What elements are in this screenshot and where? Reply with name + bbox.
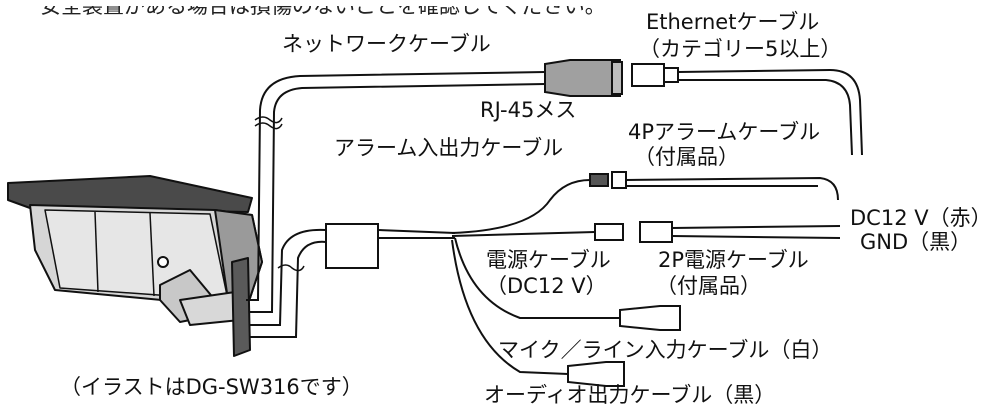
ethernet-cable-line	[631, 63, 863, 156]
label-rj45-female: RJ-45メス	[480, 98, 577, 122]
lower-cable-bundle	[250, 223, 456, 338]
label-alarm-io-cable: アラーム入出力ケーブル	[334, 136, 564, 160]
label-network-cable: ネットワークケーブル	[282, 32, 491, 56]
label-mic-line-in-cable: マイク／ライン入力ケーブル（白）	[498, 338, 833, 362]
label-power-cable-dc12: （DC12 V）	[486, 274, 607, 298]
network-cable-line	[246, 71, 546, 313]
label-illustration-note: （イラストはDG-SW316です）	[60, 375, 363, 399]
label-audio-out-cable: オーディオ出力ケーブル（黒）	[484, 383, 776, 407]
power-cable-line	[451, 221, 841, 243]
rj45-female-connector	[544, 59, 623, 97]
header-cutoff-text: 安全装置がある場合は損傷のないことを確認してください。	[40, 0, 606, 18]
audio-out-cable-line	[451, 239, 625, 387]
label-4p-alarm-accessory: （付属品）	[634, 145, 739, 169]
label-ethernet-cable: Ethernetケーブル	[646, 10, 820, 34]
label-gnd-black: GND（黒）	[860, 230, 972, 254]
label-dc12-red: DC12 V（赤）	[850, 206, 992, 230]
camera-illustration	[7, 175, 263, 357]
label-4p-alarm-cable: 4Pアラームケーブル	[628, 120, 821, 144]
label-ethernet-category: （カテゴリー5以上）	[639, 37, 842, 61]
label-2p-power-cable: 2P電源ケーブル	[658, 248, 809, 272]
label-2p-power-accessory: （付属品）	[656, 274, 761, 298]
alarm-io-cable-line	[451, 171, 839, 234]
label-power-cable: 電源ケーブル	[486, 248, 611, 272]
mic-line-in-cable-line	[454, 237, 681, 331]
